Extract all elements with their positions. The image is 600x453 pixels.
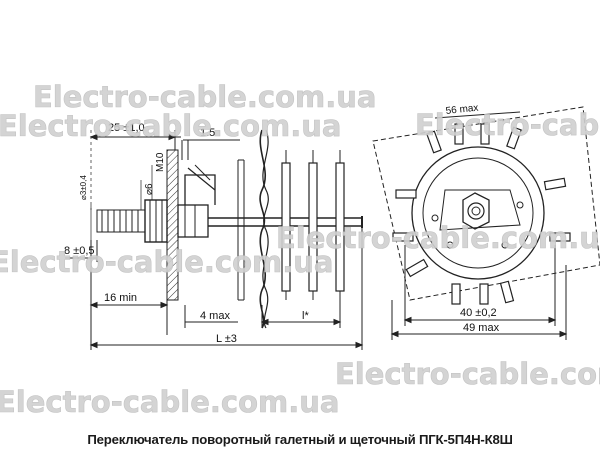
dim-total: L ±3: [216, 333, 237, 345]
dim-inner-width: 40 ±0,2: [460, 307, 497, 319]
watermark-text: Electro-cable.com.ua: [33, 80, 376, 114]
product-caption: Переключатель поворотный галетный и щето…: [0, 426, 600, 453]
dim-gap: 1.5: [200, 127, 215, 139]
dim-shaft-dia: ⌀6: [144, 183, 155, 195]
watermark-text: Electro-cable.com.ua: [276, 221, 600, 255]
front-view: [372, 106, 600, 340]
dim-outer-width: 49 max: [463, 322, 500, 334]
watermarks: Electro-cable.com.ua Electro-cable.com.u…: [0, 80, 600, 420]
dim-spacing: l*: [302, 310, 309, 322]
dim-thread: M10: [155, 152, 166, 172]
watermark-text: Electro-cable.com.ua: [0, 385, 339, 419]
dim-bushing: 8 ±0,5: [64, 245, 95, 257]
watermark-text: Electro-cable.com.ua: [415, 108, 600, 142]
dim-diagonal: 56 max: [445, 103, 479, 117]
watermark-text: Electro-cable.com.ua: [0, 245, 333, 279]
dim-overall-length: 25 ±1,0: [108, 122, 145, 134]
dim-shaft-flat: ⌀3±0,4: [79, 175, 88, 200]
dim-plate-gap: 4 max: [200, 310, 230, 322]
dim-thread-len: 16 min: [104, 292, 137, 304]
watermark-text: Electro-cable.com.ua: [0, 109, 341, 143]
side-view: [65, 129, 364, 350]
watermark-text: Electro-cable.com.ua: [335, 357, 600, 391]
